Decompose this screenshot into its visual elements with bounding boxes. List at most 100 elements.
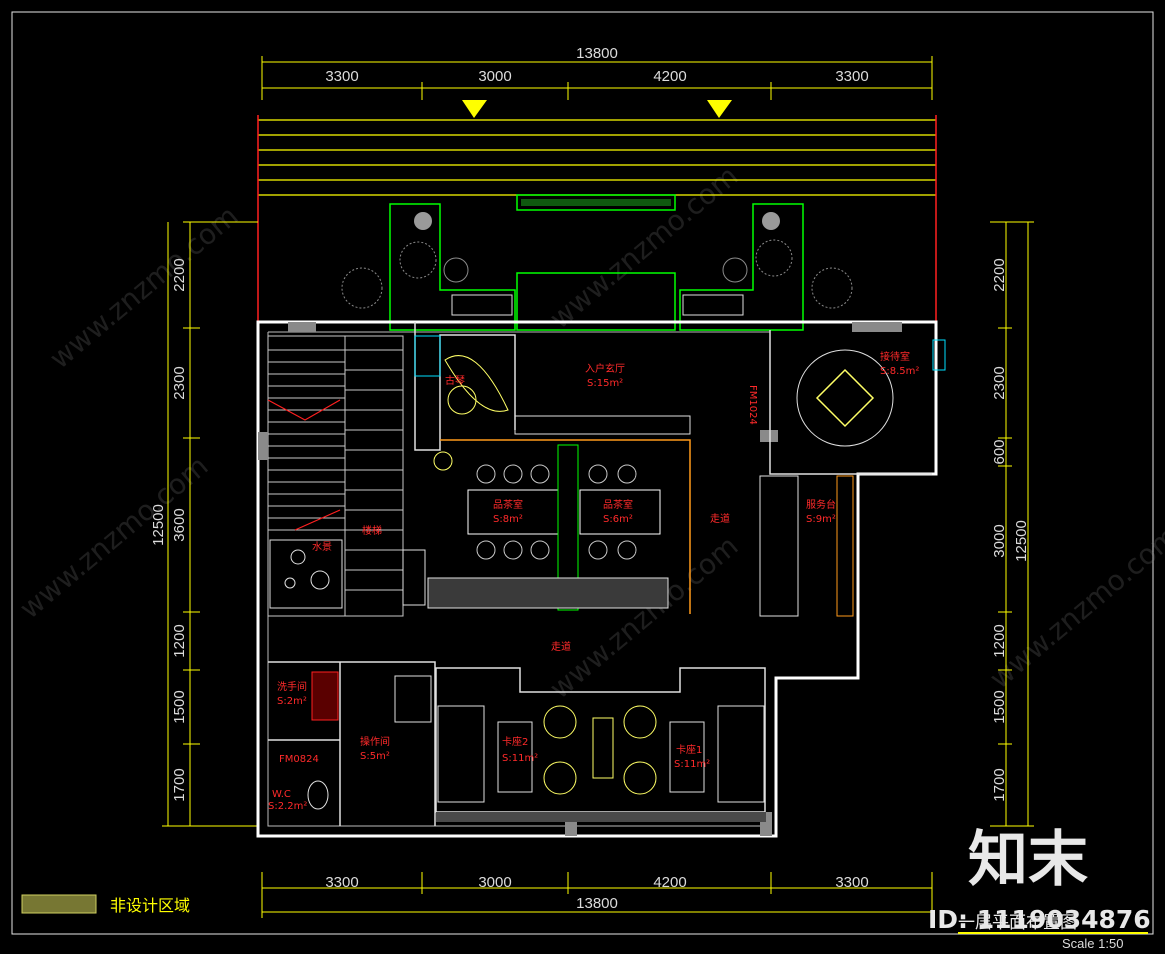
- right-dim-7: 1700: [991, 768, 1008, 801]
- bottom-dim-2: 3000: [478, 874, 511, 891]
- top-dim-4: 3300: [835, 68, 868, 85]
- service-counter: [759, 475, 799, 617]
- right-dim-4: 3000: [991, 524, 1008, 557]
- coffee-table: [592, 717, 614, 779]
- top-dim-3: 4200: [653, 68, 686, 85]
- entrance-arrow-icon: [707, 100, 732, 118]
- wall: [268, 662, 341, 826]
- storage-cabinet: [836, 475, 854, 617]
- left-dim-6: 1700: [171, 768, 188, 801]
- room-label-reception: 接待室: [880, 350, 910, 363]
- bottom-dim-1: 3300: [325, 874, 358, 891]
- room-area-entry-hall: S:15m²: [587, 378, 623, 389]
- window-sill: [436, 812, 766, 822]
- room-label-stair: 楼梯: [362, 524, 382, 537]
- right-dim-1: 2200: [991, 258, 1008, 291]
- right-dimension-lines: [990, 221, 1034, 827]
- counter: [427, 577, 669, 609]
- top-total-dim: 13800: [576, 45, 618, 62]
- stool-icon: [447, 385, 477, 415]
- tree-icon: [762, 212, 780, 230]
- rock-icon: [290, 549, 306, 565]
- window-unit: [932, 339, 946, 371]
- equipment: [394, 675, 432, 723]
- planter-fill: [521, 199, 671, 206]
- stair-direction-arrow: [267, 399, 341, 421]
- room-area-booth-2: S:11m²: [502, 753, 538, 764]
- legend-swatch: [21, 894, 97, 914]
- room-label-washroom: 洗手间: [277, 680, 307, 693]
- room-label-booth-2: 卡座2: [502, 735, 528, 748]
- room-label-tea-room-1: 品茶室: [493, 498, 523, 511]
- display-cabinet: [414, 335, 441, 377]
- room-label-guqin: 古琴: [445, 374, 465, 387]
- room-label-water: 水景: [312, 541, 332, 553]
- left-dim-5: 1500: [171, 690, 188, 723]
- entrance-arrow-icon: [462, 100, 487, 118]
- left-total-dim: 12500: [150, 504, 167, 546]
- lounge-chairs: [543, 705, 657, 795]
- watermark-url: www.znzmo.com: [43, 199, 244, 375]
- wall: [769, 330, 932, 475]
- shrub-icons: [341, 239, 853, 309]
- left-dimension-lines: [162, 221, 258, 827]
- room-label-entry-hall: 入户玄厅: [585, 362, 625, 375]
- display-shelf: [514, 415, 691, 435]
- watermark-url: www.znzmo.com: [543, 529, 744, 705]
- room-label-prep: 操作间: [360, 735, 390, 748]
- door-tag: FM1024: [747, 385, 758, 425]
- square-table: [815, 368, 875, 428]
- room-area-tea-room-1: S:8m²: [493, 514, 523, 525]
- stair-break-line: [294, 509, 341, 531]
- right-dim-5: 1200: [991, 624, 1008, 657]
- bottom-dim-4: 3300: [835, 874, 868, 891]
- sink-counter: [311, 671, 339, 721]
- right-dim-2: 2300: [991, 366, 1008, 399]
- drawing-scale: Scale 1:50: [1062, 936, 1123, 951]
- cabinet: [402, 549, 426, 606]
- left-dim-2: 2300: [171, 366, 188, 399]
- room-label-corridor-upper: 走道: [710, 512, 730, 525]
- exterior-steps: [258, 119, 936, 196]
- sofa: [717, 705, 765, 803]
- watermark-layer: www.znzmo.com www.znzmo.com www.znzmo.co…: [13, 159, 1165, 705]
- room-area-wc: S:2.2m²: [268, 801, 307, 812]
- bottom-dimension-lines: [261, 872, 933, 918]
- drawing-title: 一层平面布置图: [958, 913, 1077, 933]
- stool-icon: [433, 451, 453, 471]
- right-dim-3: 600: [991, 439, 1008, 464]
- right-dim-6: 1500: [991, 690, 1008, 723]
- watermark-url: www.znzmo.com: [983, 519, 1165, 695]
- planter-box: [682, 294, 744, 316]
- courtyard-gardens: [389, 203, 804, 331]
- bottom-total-dim: 13800: [576, 895, 618, 912]
- room-area-reception: S:8.5m²: [880, 366, 919, 377]
- planter-box: [451, 294, 513, 316]
- rock-icon: [284, 577, 296, 589]
- room-area-prep: S:5m²: [360, 751, 390, 762]
- room-label-wc: W.C: [272, 789, 291, 800]
- sofa: [437, 705, 485, 803]
- wall: [414, 322, 516, 451]
- watermark-url: www.znzmo.com: [543, 159, 744, 335]
- wall: [268, 661, 436, 826]
- partition-screen: [557, 444, 579, 611]
- watermark-id: ID: 1119034876: [928, 905, 1151, 934]
- tree-icon: [414, 212, 432, 230]
- guqin-table: [444, 355, 509, 412]
- top-dimension-lines: [261, 56, 933, 100]
- left-dim-3: 3600: [171, 508, 188, 541]
- tea-table: [579, 489, 661, 535]
- legend-label: 非设计区域: [110, 896, 190, 915]
- room-area-booth-1: S:11m²: [674, 759, 710, 770]
- left-dim-4: 1200: [171, 624, 188, 657]
- planter-box: [516, 194, 676, 211]
- round-table-area: [796, 349, 894, 447]
- bottom-dim-3: 4200: [653, 874, 686, 891]
- room-label-booth-1: 卡座1: [676, 743, 702, 756]
- toilet-icon: [307, 780, 329, 810]
- right-total-dim: 12500: [1013, 520, 1030, 562]
- tea-chairs: [476, 464, 637, 560]
- water-feature: [269, 539, 343, 609]
